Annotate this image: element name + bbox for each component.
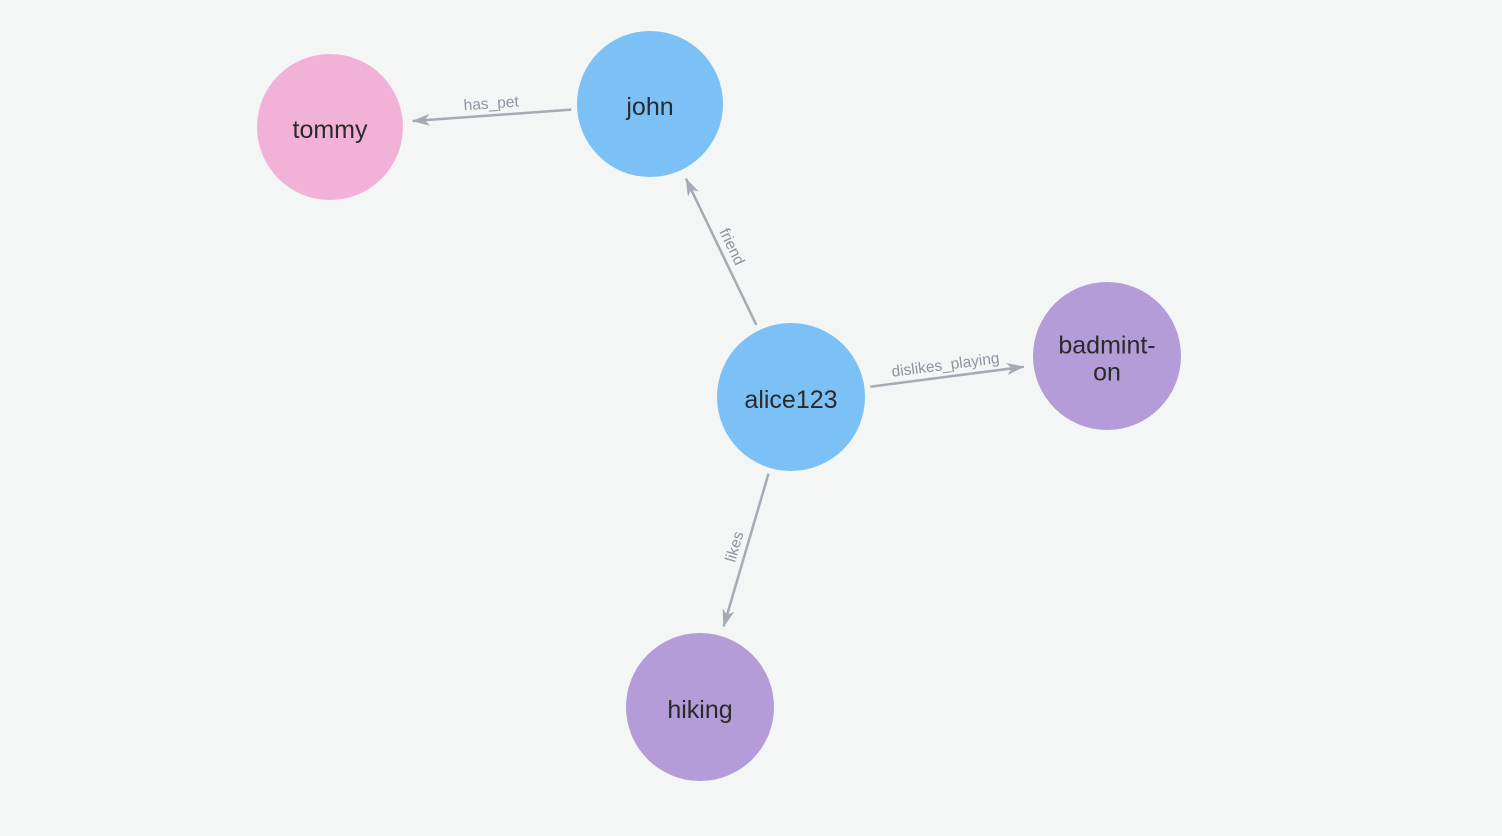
edge-likes[interactable]: likes (722, 473, 770, 628)
node-hiking[interactable]: hiking (626, 633, 774, 781)
edge-friend[interactable]: friend (684, 177, 758, 326)
edge-friend-line[interactable] (684, 177, 758, 326)
node-alice123-label: alice123 (744, 386, 837, 414)
node-label-line: tommy (293, 116, 369, 144)
node-john[interactable]: john (577, 31, 723, 177)
node-tommy-circle[interactable] (257, 54, 403, 200)
edge-dislikes_playing-line[interactable] (870, 363, 1025, 388)
edge-friend-label[interactable]: friend (715, 226, 747, 268)
node-label-line: john (625, 93, 673, 121)
edge-dislikes_playing[interactable]: dislikes_playing (870, 350, 1025, 388)
node-alice123-circle[interactable] (717, 323, 865, 471)
node-tommy-label: tommy (293, 116, 369, 144)
edge-has_pet[interactable]: has_pet (411, 93, 572, 126)
node-label-line: alice123 (744, 386, 837, 414)
node-john-circle[interactable] (577, 31, 723, 177)
node-john-label: john (625, 93, 673, 121)
node-label-line: hiking (667, 696, 732, 724)
edge-has_pet-label[interactable]: has_pet (463, 93, 520, 114)
node-badminton[interactable]: badmint-on (1033, 282, 1181, 430)
edge-has_pet-line[interactable] (411, 108, 572, 126)
edge-likes-line[interactable] (722, 473, 770, 628)
node-hiking-circle[interactable] (626, 633, 774, 781)
node-badminton-circle[interactable] (1033, 282, 1181, 430)
node-badminton-label: badmint-on (1058, 332, 1155, 387)
node-alice123[interactable]: alice123 (717, 323, 865, 471)
node-tommy[interactable]: tommy (257, 54, 403, 200)
node-label-line: badmint- (1058, 332, 1155, 360)
node-label-line: on (1093, 359, 1121, 387)
node-hiking-label: hiking (667, 696, 732, 724)
